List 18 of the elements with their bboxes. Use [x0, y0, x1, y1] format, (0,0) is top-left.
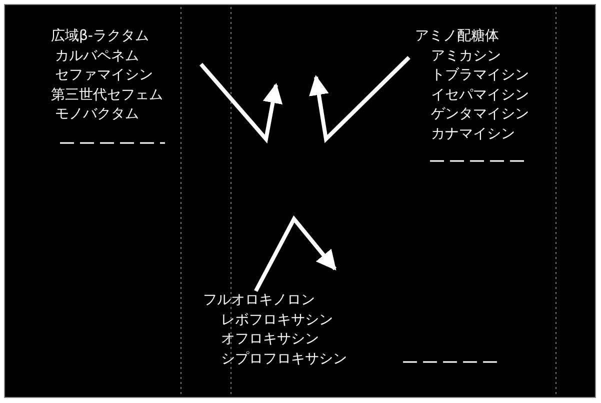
class-heading: 広域β-ラクタム: [51, 27, 150, 46]
drug-name: イセパマイシン: [430, 86, 530, 104]
drug-name: カナマイシン: [430, 124, 516, 144]
drug-name: トブラマイシン: [430, 66, 530, 85]
drug-name: カルバペネム: [54, 46, 140, 66]
class-heading: フルオロキノロン: [203, 291, 316, 310]
drug-name: オフロキサシン: [220, 330, 320, 349]
drug-name: ゲンタマイシン: [430, 105, 530, 124]
bent-arrow: [309, 56, 410, 144]
bent-arrow: [254, 215, 337, 292]
drug-name: モノバクタム: [54, 105, 140, 124]
class-heading: アミノ配糖体: [414, 27, 500, 46]
drug-name: セファマイシン: [54, 66, 154, 85]
drug-name: アミカシン: [430, 46, 502, 66]
drug-name: レボフロキサシン: [220, 310, 334, 330]
bent-arrow: [200, 62, 283, 144]
drug-name: シプロフロキサシン: [220, 350, 348, 368]
drug-name: 第三世代セフェム: [51, 86, 164, 104]
